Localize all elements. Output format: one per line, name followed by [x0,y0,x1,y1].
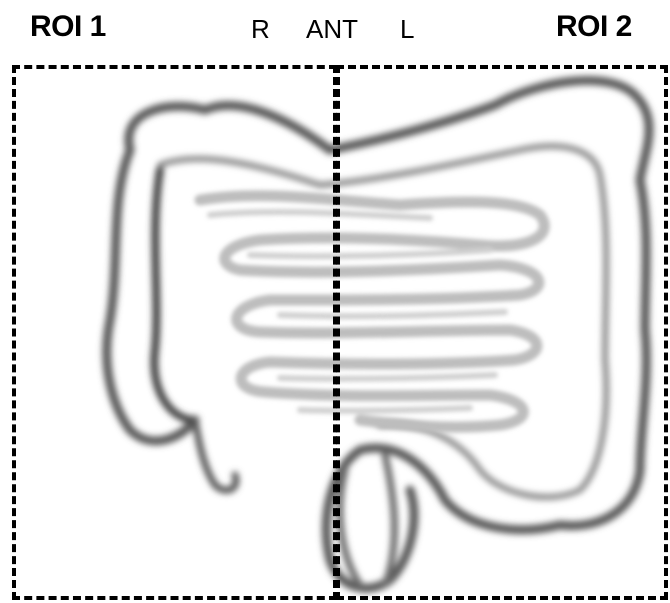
orientation-left-label: L [400,14,414,45]
orientation-right-label: R [251,14,270,45]
roi-1-box [12,65,337,600]
roi-1-label: ROI 1 [30,10,106,44]
roi-2-label: ROI 2 [556,10,632,44]
orientation-anterior-label: ANT [306,14,358,45]
roi-2-box [336,65,668,600]
